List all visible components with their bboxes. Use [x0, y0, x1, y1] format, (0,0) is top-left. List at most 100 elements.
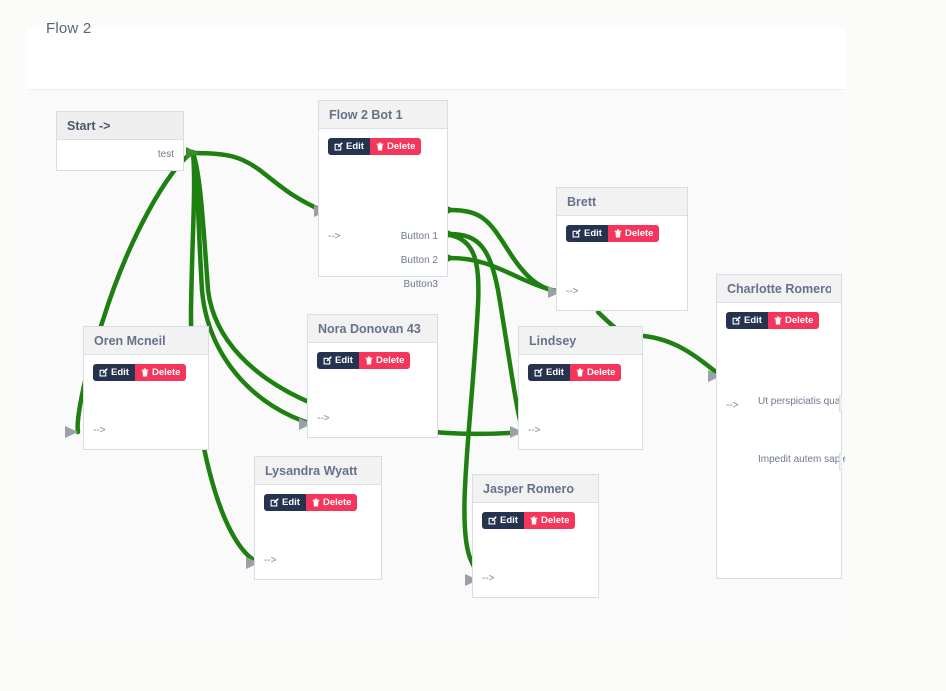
pencil-square-icon [99, 368, 108, 377]
edit-button[interactable]: Edit [317, 352, 359, 369]
node-body: Edit Delete --> Ut perspiciatis qua Impe… [717, 303, 845, 578]
edit-label: Edit [500, 514, 518, 526]
delete-label: Delete [151, 366, 181, 378]
port-in[interactable]: --> [482, 573, 495, 584]
delete-button[interactable]: Delete [523, 512, 576, 529]
node-actions: Edit Delete [482, 512, 576, 529]
node-start[interactable]: Start -> test [56, 111, 184, 171]
node-charlotte-romero[interactable]: Charlotte Romero Edit D [716, 274, 845, 579]
pencil-square-icon [732, 316, 741, 325]
edit-label: Edit [744, 314, 762, 326]
node-body: Edit Delete --> [557, 216, 687, 310]
port-out-button-2[interactable]: Button 2 [400, 255, 438, 266]
node-header: Flow 2 Bot 1 [319, 101, 447, 129]
delete-button[interactable]: Delete [607, 225, 660, 242]
node-oren-mcneil[interactable]: Oren Mcneil Edit Delete [83, 326, 209, 450]
node-flow-2-bot-1[interactable]: Flow 2 Bot 1 Edit [318, 100, 448, 290]
node-actions: Edit Delete [93, 364, 187, 381]
trash-icon [376, 142, 384, 151]
port-in[interactable]: --> [528, 425, 541, 436]
port-in[interactable]: --> [328, 231, 341, 242]
page-header [28, 28, 845, 90]
node-actions: Edit Delete [566, 225, 660, 242]
port-in[interactable]: --> [566, 286, 579, 297]
pencil-square-icon [488, 516, 497, 525]
node-nora-donovan-43[interactable]: Nora Donovan 43 Edit De [307, 314, 438, 438]
page-title: Flow 2 [46, 20, 92, 37]
node-title: Brett [567, 194, 597, 209]
trash-icon [365, 356, 373, 365]
node-title: Jasper Romero [483, 481, 575, 496]
port-in[interactable]: --> [726, 400, 739, 411]
delete-button[interactable]: Delete [569, 364, 622, 381]
trash-icon [312, 498, 320, 507]
node-actions: Edit Delete [528, 364, 622, 381]
edit-button[interactable]: Edit [528, 364, 570, 381]
node-body: test [57, 140, 183, 170]
node-lysandra-wyatt[interactable]: Lysandra Wyatt Edit Del [254, 456, 382, 580]
edit-button[interactable]: Edit [93, 364, 135, 381]
trash-icon [141, 368, 149, 377]
trash-icon [614, 229, 622, 238]
delete-button[interactable]: Delete [358, 352, 411, 369]
port-out-button-1[interactable]: Button 1 [400, 231, 438, 242]
node-header: Start -> [57, 112, 183, 140]
port-in[interactable]: --> [264, 555, 277, 566]
edit-label: Edit [282, 496, 300, 508]
delete-label: Delete [586, 366, 616, 378]
node-actions: Edit Delete [317, 352, 411, 369]
edit-label: Edit [584, 227, 602, 239]
port-notch-2[interactable] [839, 453, 842, 470]
edit-button[interactable]: Edit [726, 312, 768, 329]
delete-button[interactable]: Delete [369, 138, 422, 155]
node-brett[interactable]: Brett Edit Delete [556, 187, 688, 311]
node-actions: Edit Delete [328, 138, 422, 155]
node-header: Lysandra Wyatt [255, 457, 381, 485]
edit-label: Edit [546, 366, 564, 378]
port-out-impedit-autem-sapie[interactable]: Impedit autem sapie [758, 454, 845, 465]
pencil-square-icon [572, 229, 581, 238]
node-jasper-romero[interactable]: Jasper Romero Edit Dele [472, 474, 599, 598]
node-body: Edit Delete --> [84, 355, 208, 449]
pencil-square-icon [270, 498, 279, 507]
delete-label: Delete [322, 496, 352, 508]
node-actions: Edit Delete [264, 494, 358, 511]
port-in[interactable]: --> [317, 413, 330, 424]
pencil-square-icon [323, 356, 332, 365]
node-title: Lindsey [529, 333, 577, 348]
edit-button[interactable]: Edit [328, 138, 370, 155]
edit-button[interactable]: Edit [566, 225, 608, 242]
port-in[interactable]: --> [93, 425, 106, 436]
delete-button[interactable]: Delete [305, 494, 358, 511]
node-title: Nora Donovan 43 [318, 321, 421, 336]
delete-label: Delete [386, 140, 416, 152]
node-body: Edit Delete --> [255, 485, 381, 579]
node-header: Jasper Romero [473, 475, 598, 503]
node-title: Charlotte Romero [727, 281, 831, 296]
port-out-button-3[interactable]: Button3 [403, 279, 438, 290]
edit-button[interactable]: Edit [482, 512, 524, 529]
port-out-ut-perspiciatis-qua[interactable]: Ut perspiciatis qua [758, 396, 841, 407]
flow-canvas[interactable]: Start -> test Flow 2 Bot 1 Edit [28, 90, 845, 635]
pencil-square-icon [334, 142, 343, 151]
node-title: Flow 2 Bot 1 [329, 107, 403, 122]
delete-button[interactable]: Delete [767, 312, 820, 329]
delete-button[interactable]: Delete [134, 364, 187, 381]
port-out-test[interactable]: test [157, 149, 174, 160]
trash-icon [774, 316, 782, 325]
node-title: Lysandra Wyatt [265, 463, 358, 478]
edge-start-flow2bot1 [190, 150, 326, 214]
edit-button[interactable]: Edit [264, 494, 306, 511]
delete-label: Delete [540, 514, 570, 526]
edit-label: Edit [346, 140, 364, 152]
node-body: Edit Delete --> [519, 355, 642, 449]
node-header: Brett [557, 188, 687, 216]
node-body: Edit Delete --> Button 1 Button 2 Button… [319, 129, 447, 290]
port-notch-1[interactable] [839, 395, 842, 412]
node-lindsey[interactable]: Lindsey Edit Delete [518, 326, 643, 450]
node-body: Edit Delete --> [308, 343, 437, 437]
node-title: Oren Mcneil [94, 333, 166, 348]
pencil-square-icon [534, 368, 543, 377]
delete-label: Delete [375, 354, 405, 366]
edit-label: Edit [111, 366, 129, 378]
